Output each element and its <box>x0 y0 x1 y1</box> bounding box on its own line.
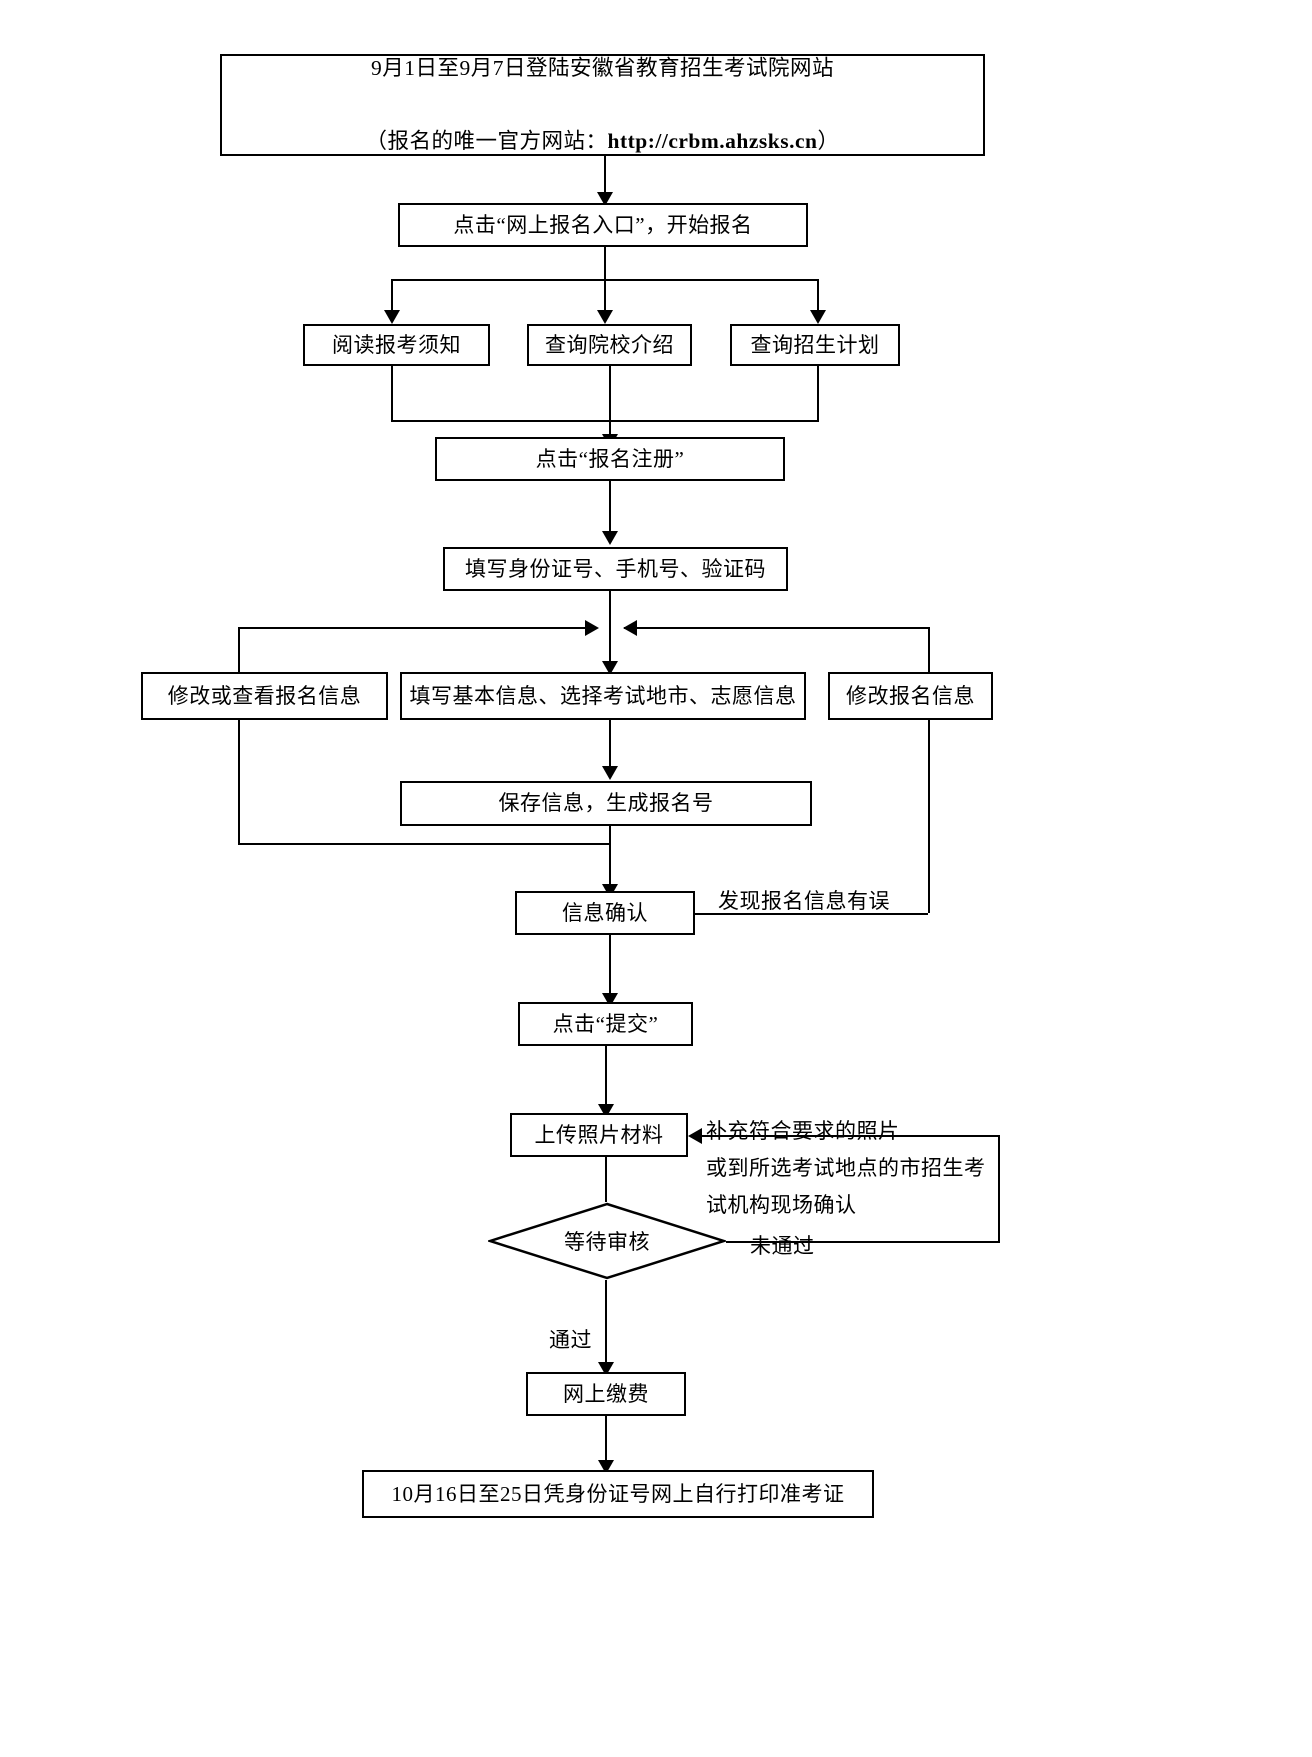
edge-confirm-riser-right <box>928 720 930 913</box>
node-read-notice: 阅读报考须知 <box>303 324 490 366</box>
node-start-line2: （报名的唯一官方网站：http://crbm.ahzsks.cn） <box>365 87 839 160</box>
edge-fillid-down <box>609 591 611 627</box>
arrowhead-merge-from-left <box>585 620 599 636</box>
edge-fanout-right <box>817 279 819 315</box>
edge-modifyview-riser <box>238 627 240 845</box>
edge-start-to-entry <box>604 156 606 194</box>
node-start-line1: 9月1日至9月7日登陆安徽省教育招生考试院网站 <box>370 56 834 81</box>
edge-confirm-to-modifyview <box>238 843 611 845</box>
edge-pay-to-print <box>605 1416 607 1464</box>
node-query-plan: 查询招生计划 <box>730 324 900 366</box>
arrowhead-register-to-fillid <box>602 531 618 545</box>
arrowhead-start-to-entry <box>597 192 613 206</box>
arrowhead-merge-to-fillbasic <box>602 661 618 675</box>
edge-merge-left-bar <box>238 627 594 629</box>
node-wait-review-label: 等待审核 <box>564 1230 650 1254</box>
edge-readnotice-down <box>391 366 393 420</box>
node-modify-info: 修改报名信息 <box>828 672 993 720</box>
arrowhead-merge-from-right <box>623 620 637 636</box>
diamond-shape <box>488 1202 726 1280</box>
edge-confirm-to-submit <box>609 935 611 997</box>
edge-review-to-pay <box>605 1280 607 1366</box>
edge-upload-to-review <box>605 1157 607 1202</box>
node-start: 9月1日至9月7日登陆安徽省教育招生考试院网站 （报名的唯一官方网站：http:… <box>220 54 985 156</box>
arrowhead-failed-to-upload <box>688 1128 702 1144</box>
edge-label-supplement: 补充符合要求的照片 或到所选考试地点的市招生考 试机构现场确认 <box>706 1119 986 1217</box>
edge-fanout-left <box>391 279 393 315</box>
edge-register-to-fillid <box>609 481 611 535</box>
edge-failed-riser <box>998 1135 1000 1241</box>
edge-merge-right-bar <box>624 627 930 629</box>
edge-queryplan-down <box>817 366 819 420</box>
node-upload-photo: 上传照片材料 <box>510 1113 688 1157</box>
edge-failed-to-upload <box>700 1135 1000 1137</box>
edge-label-failed: 未通过 <box>750 1234 815 1258</box>
edge-fanin-down <box>609 420 611 440</box>
edge-merge-to-fillbasic <box>609 627 611 669</box>
node-fill-id: 填写身份证号、手机号、验证码 <box>443 547 788 591</box>
edge-confirm-to-modifyinfo <box>695 913 928 915</box>
node-wait-review: 等待审核 <box>488 1202 726 1280</box>
edge-queryschools-down <box>609 366 611 420</box>
node-start-line2-suffix: ） <box>817 129 840 154</box>
arrowhead-fanout-right <box>810 310 826 324</box>
registration-url: http://crbm.ahzsks.cn <box>607 129 818 154</box>
arrowhead-fanout-mid <box>597 310 613 324</box>
node-print-ticket: 10月16日至25日凭身份证号网上自行打印准考证 <box>362 1470 874 1518</box>
arrowhead-fillbasic-to-save <box>602 766 618 780</box>
edge-failed-from-diamond <box>726 1241 1000 1243</box>
node-enter-registration: 点击“网上报名入口”，开始报名 <box>398 203 808 247</box>
node-click-submit: 点击“提交” <box>518 1002 693 1046</box>
node-confirm-info: 信息确认 <box>515 891 695 935</box>
node-online-pay: 网上缴费 <box>526 1372 686 1416</box>
node-fill-basic: 填写基本信息、选择考试地市、志愿信息 <box>400 672 806 720</box>
edge-fanout-mid <box>604 279 606 315</box>
node-query-schools: 查询院校介绍 <box>527 324 692 366</box>
edge-modifyinfo-riser <box>928 627 930 672</box>
edge-submit-to-upload <box>605 1046 607 1108</box>
edge-fillbasic-to-save <box>609 720 611 770</box>
arrowhead-fanout-left <box>384 310 400 324</box>
edge-label-info-error: 发现报名信息有误 <box>718 889 890 913</box>
node-modify-or-view: 修改或查看报名信息 <box>141 672 388 720</box>
node-start-line2-prefix: （报名的唯一官方网站： <box>365 129 608 154</box>
node-click-register: 点击“报名注册” <box>435 437 785 481</box>
edge-fanin-bar <box>391 420 819 422</box>
edge-save-to-confirm <box>609 826 611 888</box>
node-save-info: 保存信息，生成报名号 <box>400 781 812 826</box>
edge-label-passed: 通过 <box>549 1328 592 1352</box>
edge-entry-down-stub <box>604 247 606 279</box>
